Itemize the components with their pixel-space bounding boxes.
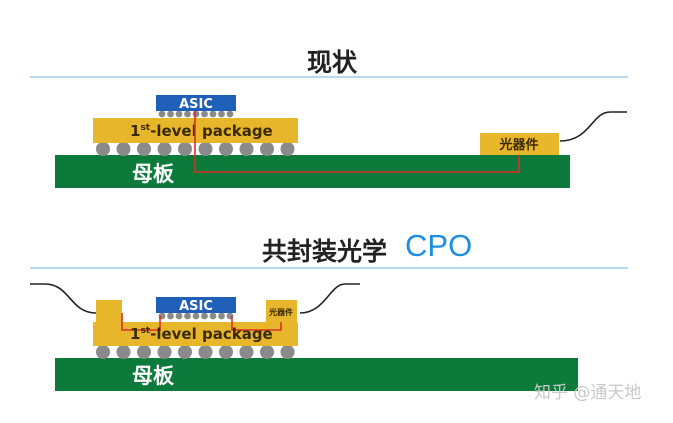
microbump: [167, 312, 174, 320]
bottom-section-title: 共封装光学: [262, 237, 388, 266]
solder-ball: [260, 142, 274, 156]
microbump: [184, 312, 191, 320]
bottom-optics-label: 光器件: [268, 307, 293, 317]
microbump: [175, 110, 183, 118]
solder-ball: [116, 142, 131, 156]
top-package-label: 1st-level package: [130, 122, 273, 140]
watermark-text: 知乎 @通天地: [534, 383, 642, 403]
top-solder-balls: [96, 142, 295, 156]
microbump: [167, 110, 174, 118]
bottom-solder-balls: [96, 345, 295, 359]
top-fiber-cable: [559, 111, 627, 142]
microbump: [184, 110, 191, 118]
top-asic-chip: [156, 95, 236, 111]
microbump: [192, 312, 200, 320]
solder-ball: [260, 345, 274, 359]
solder-ball: [137, 142, 151, 156]
solder-ball: [178, 345, 192, 359]
microbump: [209, 110, 217, 118]
microbump: [201, 312, 208, 320]
bottom-fiber-cable-right: [299, 283, 360, 314]
bottom-board-label: 母板: [132, 364, 175, 388]
top-asic-label: ASIC: [179, 97, 213, 112]
solder-ball: [198, 345, 213, 359]
solder-ball: [219, 345, 233, 359]
microbump: [209, 312, 217, 320]
microbump: [218, 312, 225, 320]
bottom-section-title-cpo: CPO: [405, 228, 473, 263]
microbump: [218, 110, 225, 118]
top-electrical-trace: [194, 111, 520, 173]
top-optics-module: [480, 133, 559, 155]
top-board-label: 母板: [132, 162, 175, 186]
bottom-asic-chip: [156, 297, 236, 313]
solder-ball: [96, 142, 110, 156]
bottom-optics-right: [266, 300, 297, 322]
solder-ball: [239, 142, 254, 156]
bottom-package-label: 1st-level package: [130, 325, 273, 343]
solder-ball: [116, 345, 131, 359]
solder-ball: [137, 345, 151, 359]
bottom-optics-left: [96, 300, 122, 322]
solder-ball: [239, 345, 254, 359]
solder-ball: [198, 142, 213, 156]
bottom-first-level-package: [93, 322, 298, 346]
solder-ball: [96, 345, 110, 359]
top-optics-label: 光器件: [498, 137, 538, 153]
bottom-trace-left: [121, 313, 161, 331]
microbump: [158, 110, 166, 118]
bottom-motherboard: [55, 358, 578, 391]
solder-ball: [219, 142, 233, 156]
microbump: [226, 110, 234, 118]
solder-ball: [178, 142, 192, 156]
solder-ball: [157, 345, 172, 359]
microbump: [201, 110, 208, 118]
bottom-asic-microbumps: [158, 312, 234, 320]
microbump: [175, 312, 183, 320]
top-section-title: 现状: [307, 48, 358, 77]
bottom-asic-label: ASIC: [179, 299, 213, 314]
solder-ball: [157, 142, 172, 156]
bottom-fiber-cable-left: [30, 283, 97, 314]
solder-ball: [280, 345, 295, 359]
solder-ball: [280, 142, 295, 156]
bottom-trace-right: [231, 316, 282, 331]
